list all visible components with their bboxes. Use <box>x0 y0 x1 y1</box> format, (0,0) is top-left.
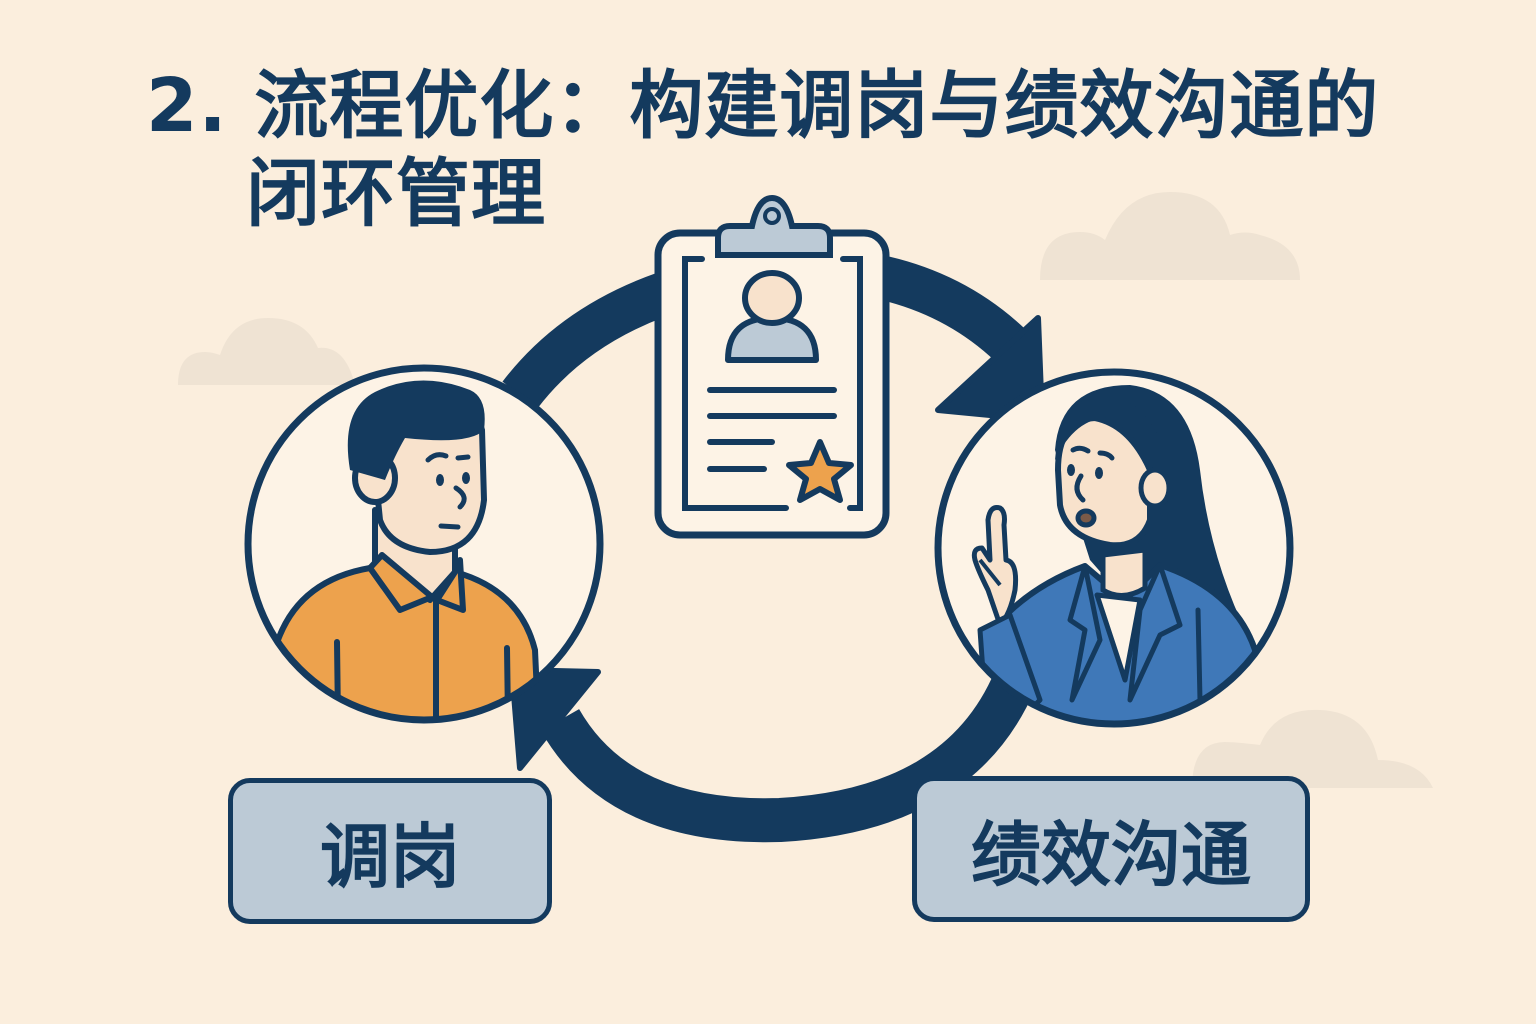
cloud-icon <box>1192 709 1433 788</box>
label-transfer-text: 调岗 <box>320 815 460 898</box>
circular-arrows-icon <box>502 246 1045 843</box>
title-line-1: 2. 流程优化：构建调岗与绩效沟通的 <box>146 63 1380 149</box>
person-silhouette-icon <box>725 270 819 363</box>
label-transfer: 调岗 <box>228 778 552 924</box>
clipboard-resume-icon <box>654 194 890 539</box>
cloud-icon <box>178 318 355 385</box>
label-performance-communication-text: 绩效沟通 <box>971 813 1251 896</box>
star-icon <box>786 439 854 503</box>
label-performance-communication: 绩效沟通 <box>912 776 1310 922</box>
cloud-icon <box>1040 192 1300 280</box>
page-title: 2. 流程优化：构建调岗与绩效沟通的 闭环管理 <box>146 62 1379 238</box>
title-line-2: 闭环管理 <box>246 151 546 237</box>
